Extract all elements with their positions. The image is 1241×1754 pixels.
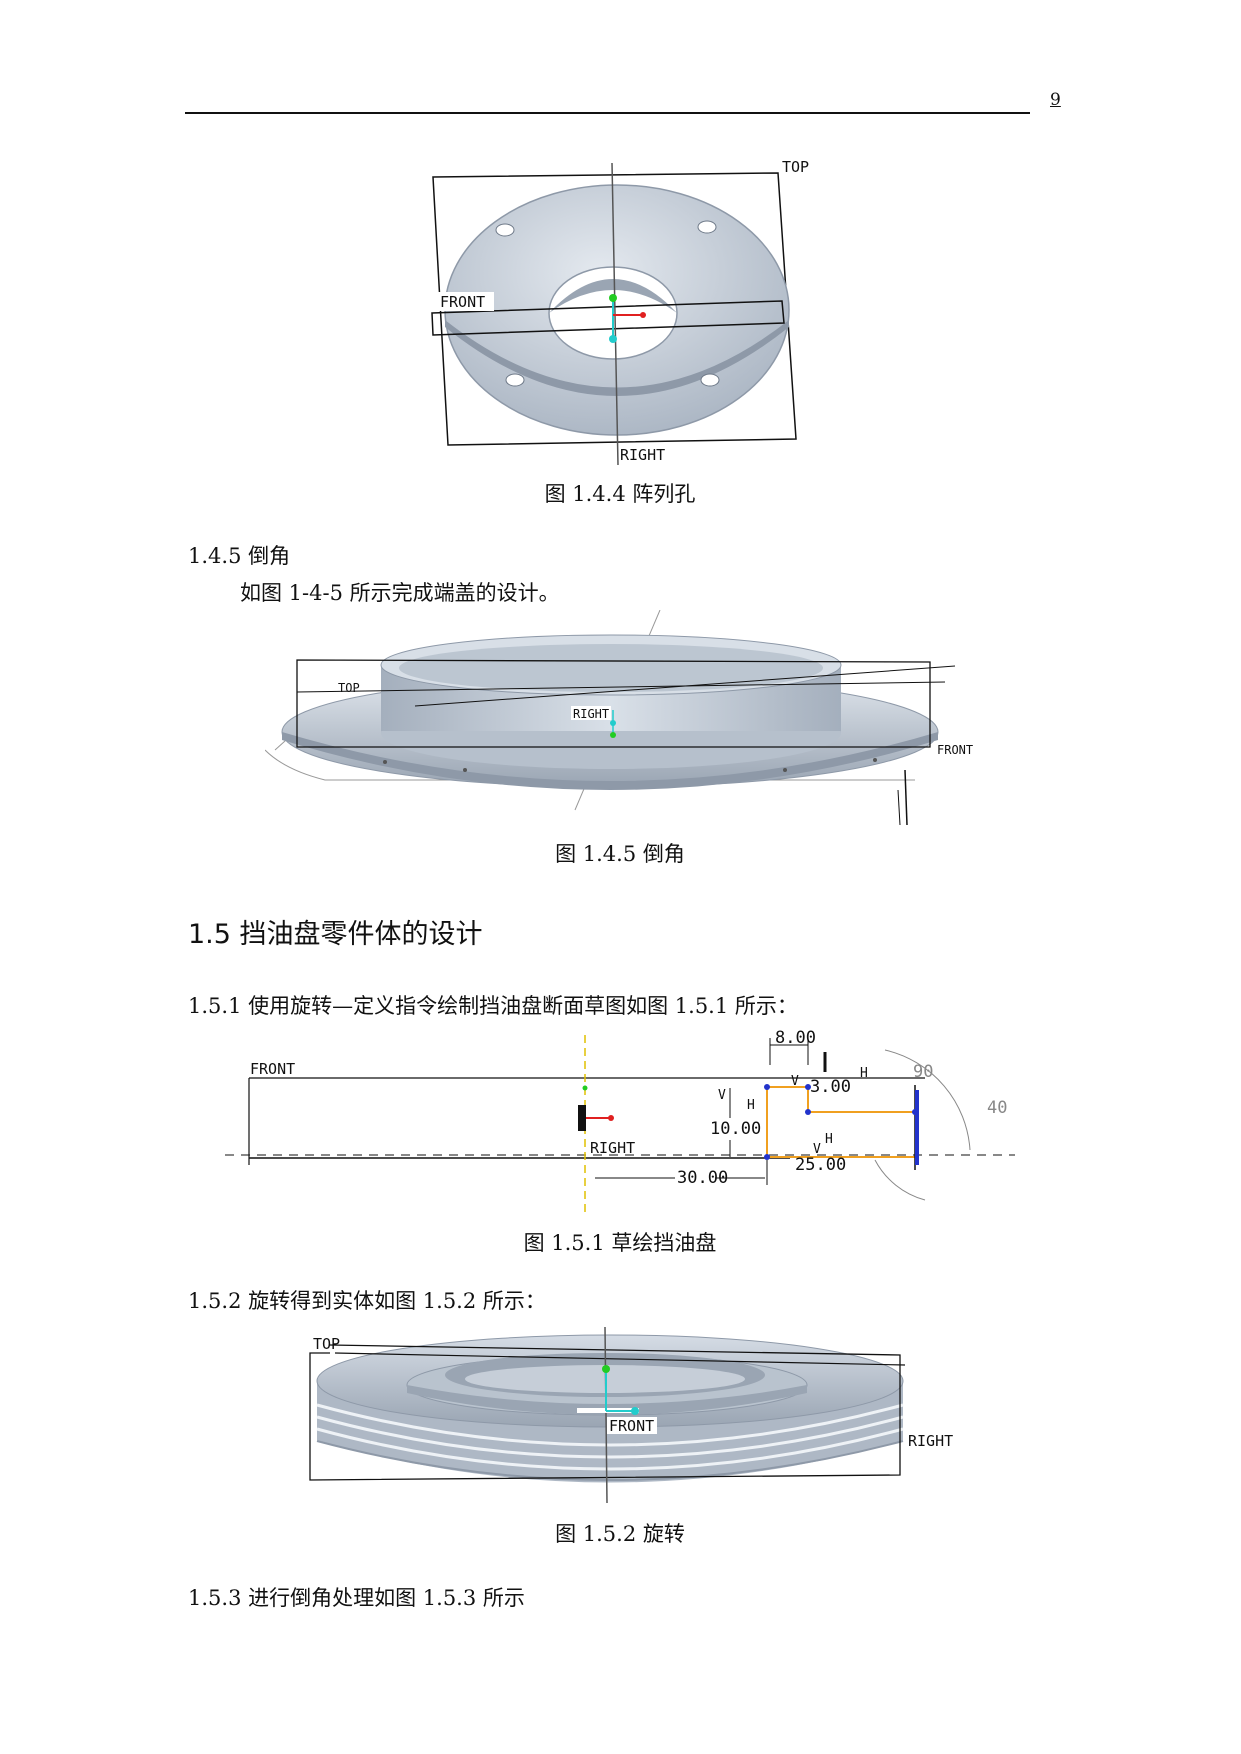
- subsection-1-4-5-title: 1.4.5 倒角: [188, 544, 291, 568]
- sketch-vertex: [764, 1084, 770, 1090]
- datum-axis: [904, 769, 908, 825]
- figure-1-5-2-image: TOP FRONT RIGHT: [309, 1326, 953, 1504]
- subsection-1-5-2-title: 1.5.2 旋转得到实体如图 1.5.2 所示：: [188, 1289, 546, 1313]
- datum-plane-front: [414, 665, 956, 707]
- subsection-1-5-3-title: 1.5.3 进行倒角处理如图 1.5.3 所示: [188, 1586, 525, 1610]
- bolt-hole: [783, 768, 787, 772]
- dimension-value: 40: [987, 1098, 1007, 1118]
- sketch-vertex: [764, 1154, 770, 1160]
- groove: [316, 1427, 904, 1471]
- csys-point: [609, 335, 617, 343]
- datum-plane-right: [604, 1326, 608, 1504]
- dimension-value: 30.00: [677, 1168, 728, 1188]
- inner-step-wall: [407, 1385, 807, 1415]
- arc-dimension: [884, 1049, 971, 1151]
- subsection-1-5-1-title: 1.5.1 使用旋转—定义指令绘制挡油盘断面草图如图 1.5.1 所示：: [188, 994, 798, 1018]
- csys-point: [609, 294, 617, 302]
- constraint-marker: H: [860, 1066, 868, 1081]
- label-right: RIGHT: [908, 1432, 953, 1450]
- label-right: RIGHT: [573, 707, 609, 721]
- sketch-profile: [766, 1087, 915, 1158]
- sketch-vertex: [805, 1084, 811, 1090]
- label-bg: [438, 292, 494, 311]
- label-front: FRONT: [609, 1417, 654, 1435]
- datum-plane-top: [309, 1344, 901, 1481]
- figure-1-5-2-caption: 图 1.5.2 旋转: [555, 1522, 685, 1546]
- bolt-hole: [697, 220, 717, 234]
- figure-1-4-5-caption: 图 1.4.5 倒角: [555, 842, 685, 866]
- csys-point: [608, 1115, 614, 1121]
- dimension-value: 90: [913, 1062, 933, 1082]
- bolt-hole: [495, 223, 515, 237]
- label-bg: [607, 1417, 657, 1434]
- bolt-hole: [463, 768, 467, 772]
- section-1-5-title: 1.5 挡油盘零件体的设计: [188, 919, 483, 950]
- body-edge: [316, 1440, 904, 1481]
- datum-plane-frame: [296, 659, 931, 748]
- datum-plane-front: [431, 300, 785, 336]
- label-bg: [571, 706, 611, 720]
- sketch-profile: [767, 1086, 915, 1113]
- figure-1-5-1-caption: 图 1.5.1 草绘挡油盘: [523, 1231, 717, 1255]
- bolt-hole: [873, 758, 877, 762]
- datum-axis: [897, 789, 901, 825]
- sketch-vertex: [805, 1109, 811, 1115]
- label-front: FRONT: [250, 1060, 295, 1078]
- csys-point: [602, 1365, 610, 1373]
- datum-plane-top: [432, 172, 797, 446]
- bolt-hole: [383, 760, 387, 764]
- page-number: 9: [1050, 90, 1061, 110]
- sketch-vertex: [912, 1109, 918, 1115]
- csys-point: [582, 1085, 588, 1091]
- figure-1-4-5-image: TOP RIGHT FRONT: [265, 610, 973, 825]
- boss-recess: [399, 644, 823, 692]
- groove: [316, 1415, 904, 1459]
- dimension-value: 10.00: [710, 1119, 761, 1139]
- label-right: RIGHT: [620, 446, 665, 464]
- dimension-value: 8.00: [775, 1030, 816, 1048]
- constraint-marker: H: [825, 1132, 833, 1147]
- constraint-marker: V: [718, 1088, 726, 1103]
- label-top: TOP: [338, 681, 360, 695]
- label-front: FRONT: [937, 743, 973, 757]
- header-rule: [185, 112, 1030, 114]
- bolt-hole: [505, 373, 525, 387]
- constraint-marker: V: [791, 1074, 799, 1089]
- figure-1-5-1-image: 8.00 3.00 10.00 25.00 30.00 90 40 H V H …: [225, 1030, 1015, 1215]
- dimension-value: 3.00: [810, 1077, 851, 1097]
- label-top: TOP: [782, 158, 809, 176]
- dimension-value: 25.00: [795, 1155, 846, 1175]
- groove: [316, 1403, 904, 1447]
- csys-point: [640, 312, 646, 318]
- flange-edge: [282, 732, 938, 790]
- bore-inner-wall: [549, 279, 677, 313]
- label-right: RIGHT: [590, 1139, 635, 1157]
- paragraph-1-4-5: 如图 1-4-5 所示完成端盖的设计。: [240, 581, 560, 605]
- figure-1-4-4-caption: 图 1.4.4 阵列孔: [544, 482, 696, 506]
- csys-point: [610, 720, 616, 726]
- datum-plane-front: [296, 681, 946, 693]
- constraint-marker: V: [813, 1142, 821, 1157]
- bolt-hole: [700, 373, 720, 387]
- datum-plane-top: [265, 749, 915, 781]
- constraint-marker: H: [747, 1098, 755, 1113]
- figure-1-4-4-image: TOP FRONT RIGHT: [431, 158, 809, 466]
- csys-point: [610, 732, 616, 738]
- label-front: FRONT: [440, 293, 485, 311]
- csys-point: [631, 1407, 639, 1415]
- csys-marker: [578, 1105, 586, 1131]
- datum-plane-front: [334, 1352, 906, 1366]
- arc-dimension: [874, 1159, 926, 1201]
- label-top: TOP: [313, 1335, 340, 1353]
